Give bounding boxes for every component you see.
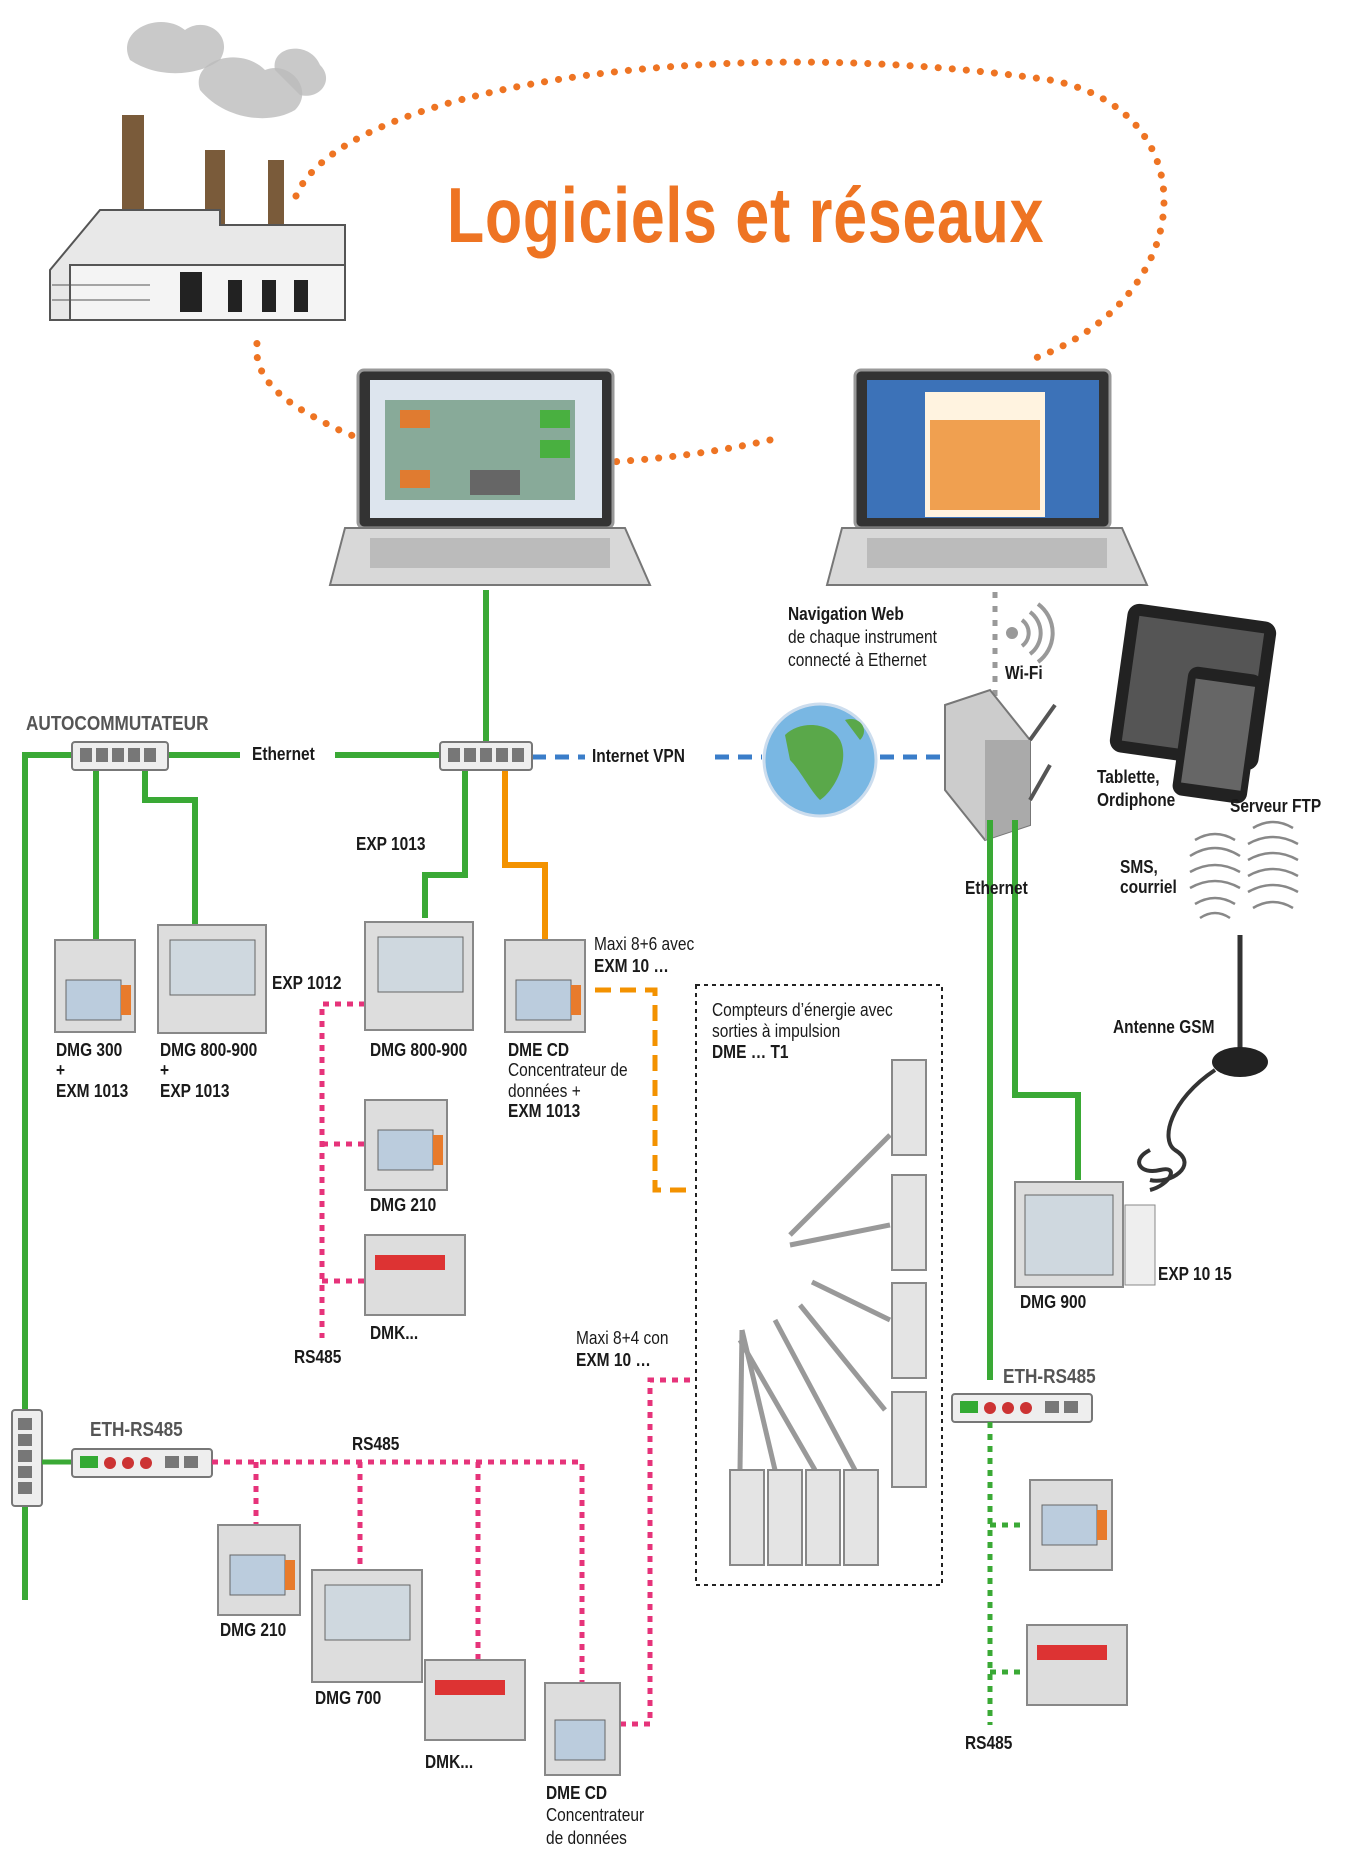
switch-center-icon	[439, 741, 533, 771]
compteurs-line2: sorties à impulsion	[712, 1021, 841, 1041]
dmecd-bottom-device-icon	[544, 1682, 621, 1776]
dmecd-line4: EXM 1013	[508, 1101, 581, 1121]
antenne-gsm-label: Antenne GSM	[1113, 1017, 1215, 1037]
rs485-right-label: RS485	[965, 1733, 1013, 1753]
eth-rs485-left-label: ETH-RS485	[90, 1419, 183, 1441]
globe-icon	[762, 702, 878, 818]
navigation-line1: Navigation Web	[788, 604, 904, 624]
dmg700-label: DMG 700	[315, 1688, 382, 1708]
rs485-pink-lines	[212, 1001, 690, 1727]
tablette-line1: Tablette,	[1097, 767, 1160, 787]
dmg210-mid-label: DMG 210	[370, 1195, 437, 1215]
orange-link	[502, 770, 548, 940]
dmecd-line2: Concentrateur de	[508, 1060, 628, 1080]
dmg210-bottom-device-icon	[217, 1524, 301, 1616]
dmg900-device-icon	[1014, 1181, 1156, 1288]
dotted-ellipse	[253, 58, 1168, 468]
laptop-left-icon	[328, 368, 652, 586]
dmg210-bottom-label: DMG 210	[220, 1620, 287, 1640]
dmecd-line3: données +	[508, 1081, 581, 1101]
dmg210-mid-device-icon	[364, 1099, 448, 1191]
orange-dashed-link	[595, 987, 690, 1193]
pulse-wires	[737, 1133, 892, 1472]
exp1013-label: EXP 1013	[356, 834, 426, 854]
compteurs-line1: Compteurs d’énergie avec	[712, 1000, 893, 1020]
navigation-line3: connecté à Ethernet	[788, 650, 927, 670]
dmg800-b-device-icon	[364, 921, 474, 1031]
eth-rs485-right-label: ETH-RS485	[1003, 1366, 1096, 1388]
dmk-right-device-icon	[1026, 1624, 1128, 1706]
autocommutateur-label: AUTOCOMMUTATEUR	[26, 713, 209, 735]
internet-vpn-label: Internet VPN	[592, 746, 685, 766]
compteurs-line3: DME … T1	[712, 1042, 789, 1062]
dmk-mid-label: DMK...	[370, 1323, 419, 1343]
dmg300-line3: EXM 1013	[56, 1081, 129, 1101]
dmg800a-line2: +	[160, 1060, 170, 1080]
ftp-signal-icon	[1247, 820, 1299, 910]
instrument-icons	[54, 921, 1156, 1776]
rs485-mid-label: RS485	[294, 1347, 342, 1367]
dmecd2-line2: Concentrateur	[546, 1805, 645, 1825]
dmecd2-line1: DME CD	[546, 1783, 608, 1803]
maxi84-line2: EXM 10 …	[576, 1350, 651, 1370]
navigation-line2: de chaque instrument	[788, 627, 937, 647]
gsm-antenna-icon	[1137, 935, 1268, 1192]
wifi-icon	[1006, 602, 1055, 664]
energy-meter-icons	[729, 1059, 927, 1566]
dmg700-device-icon	[311, 1569, 423, 1683]
dmg300-line2: +	[56, 1060, 66, 1080]
tablette-line2: Ordiphone	[1097, 790, 1176, 810]
dmg800b-label: DMG 800-900	[370, 1040, 468, 1060]
dmg800a-line1: DMG 800-900	[160, 1040, 258, 1060]
laptop-right-icon	[825, 368, 1149, 586]
exp1012-label: EXP 1012	[272, 973, 342, 993]
dmecd-line1: DME CD	[508, 1040, 570, 1060]
page-title: Logiciels et réseaux	[447, 171, 1045, 259]
factory-icon	[49, 21, 346, 321]
eth-rs485-right-icon	[951, 1393, 1093, 1423]
dmg900-label: DMG 900	[1020, 1292, 1087, 1312]
dmk-bottom-device-icon	[424, 1659, 526, 1741]
eth-rs485-left-icon	[71, 1448, 213, 1478]
dmg800a-line3: EXP 1013	[160, 1081, 230, 1101]
switch-vertical-icon	[11, 1409, 43, 1507]
rs485-bottom-label: RS485	[352, 1434, 400, 1454]
dmg300-line1: DMG 300	[56, 1040, 123, 1060]
maxi86-line2: EXM 10 …	[594, 956, 669, 976]
exp1015-label: EXP 10 15	[1158, 1264, 1232, 1284]
dmg210-right-device-icon	[1029, 1479, 1113, 1571]
dmk-mid-device-icon	[364, 1234, 466, 1316]
rs485-green-lines	[987, 1422, 1025, 1725]
maxi86-line1: Maxi 8+6 avec	[594, 934, 695, 954]
dmg800-a-device-icon	[157, 924, 267, 1034]
ethernet-right-label: Ethernet	[965, 878, 1028, 898]
sms-signal-icon	[1189, 832, 1241, 920]
wifi-router-icon	[944, 688, 1057, 842]
dmg300-device-icon	[54, 939, 136, 1033]
dmk-bottom-label: DMK...	[425, 1752, 474, 1772]
dmecd-device-icon	[504, 939, 586, 1033]
tablet-phone-icon	[1109, 603, 1277, 804]
wifi-label: Wi-Fi	[1005, 663, 1043, 683]
ethernet-top-label: Ethernet	[252, 744, 315, 764]
switch-left-icon	[71, 741, 169, 771]
sms-line1: SMS,	[1120, 857, 1158, 877]
energy-meters-box	[695, 984, 943, 1586]
ethernet-lines	[22, 590, 1081, 1600]
dmecd2-line3: de données	[546, 1828, 627, 1848]
serveur-ftp-label: Serveur FTP	[1230, 796, 1322, 816]
sms-line2: courriel	[1120, 877, 1177, 897]
maxi84-line1: Maxi 8+4 con	[576, 1328, 669, 1348]
